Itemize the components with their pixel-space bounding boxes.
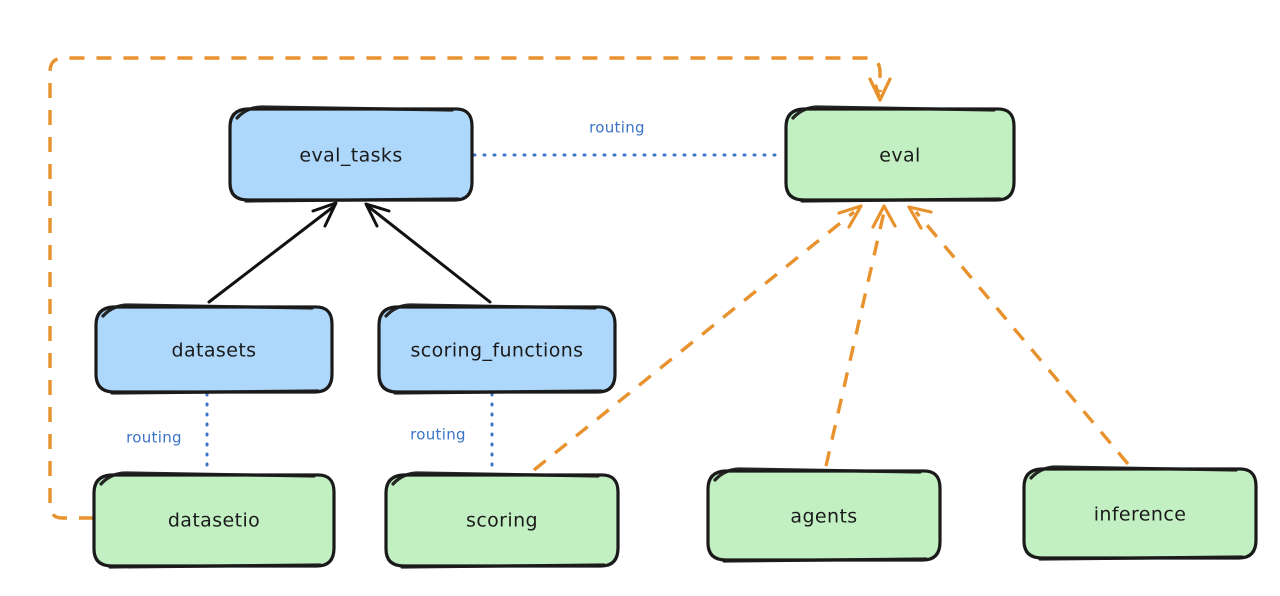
solid-edges-group [207,201,492,304]
arrowhead [871,204,897,229]
edge-labels-group: routing routing routing [126,119,645,447]
arrowhead [311,201,338,228]
arrowhead-tail [874,84,882,102]
arrowhead [837,204,863,229]
node-scoring-functions[interactable]: scoring_functions [377,303,617,395]
nodes-group: eval_tasks eval datasets scor [92,105,1258,569]
arrowhead [364,202,391,228]
dependency-edges-group [48,56,1130,520]
node-datasetio[interactable]: datasetio [92,471,336,569]
edge-label-routing-datasets: routing [126,429,182,447]
edge-label-routing-eval-tasks: routing [589,119,645,137]
node-label-eval: eval [879,145,920,167]
edge-inference-eval[interactable] [907,205,1130,466]
node-label-scoring: scoring [466,510,538,532]
node-label-inference: inference [1094,504,1187,526]
edge-scoring_functions-eval_tasks[interactable] [364,202,492,304]
node-label-datasetio: datasetio [168,510,260,532]
node-eval[interactable]: eval [784,105,1016,203]
node-label-agents: agents [790,506,857,528]
node-datasets[interactable]: datasets [94,303,334,395]
edge-label-routing-scoring-functions: routing [410,426,466,444]
arrowhead [907,205,933,230]
node-label-scoring-functions: scoring_functions [411,340,584,362]
routing-edges-group [205,153,786,474]
edge-datasetio-eval[interactable] [48,56,892,520]
node-inference[interactable]: inference [1022,465,1258,561]
node-scoring[interactable]: scoring [384,471,620,569]
edge-datasets-eval_tasks[interactable] [207,201,338,304]
edge-agents-eval[interactable] [824,204,897,467]
node-eval-tasks[interactable]: eval_tasks [228,105,474,203]
edge-scoring-eval[interactable] [532,204,863,472]
node-agents[interactable]: agents [706,467,942,563]
node-label-eval-tasks: eval_tasks [299,145,402,167]
node-label-datasets: datasets [172,340,257,362]
